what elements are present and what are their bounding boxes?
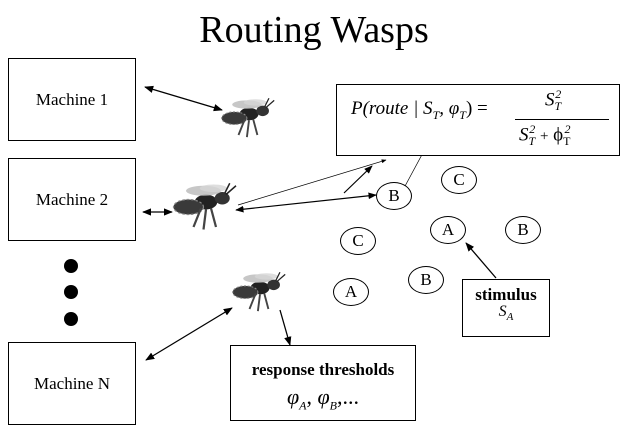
task-label: C: [352, 231, 364, 250]
wasp-formula-arrow: [237, 159, 387, 206]
task-circle: B: [408, 266, 444, 294]
task-circle: C: [340, 227, 376, 255]
machineN-wasp-arrow: [145, 307, 233, 361]
routing-probability-formula: P(route | ST, φT) = ST2 ST2 + ϕT2: [336, 84, 620, 156]
stimulus-label: stimulus: [475, 285, 537, 304]
wasp-icon: [220, 97, 276, 139]
formula-denominator: ST2 + ϕT2: [519, 122, 571, 149]
machine1-wasp-arrow: [144, 85, 223, 112]
ellipsis-dot: [64, 259, 78, 273]
task-circle: B: [376, 182, 412, 210]
task-formula-arrow: [343, 165, 373, 194]
task-label: B: [517, 220, 529, 239]
ellipsis-dot: [64, 312, 78, 326]
stimulus-box: stimulus SA: [462, 279, 550, 337]
formula-lhs: P(route | ST, φT) =: [351, 98, 488, 122]
task-label: B: [420, 270, 432, 289]
response-thresholds-label: response thresholds: [251, 360, 395, 379]
machine-2: Machine 2: [8, 158, 136, 241]
task-circle: B: [505, 216, 541, 244]
wasp-icon: [231, 271, 287, 313]
machine-n: Machine N: [8, 342, 136, 425]
task-label: C: [453, 170, 465, 189]
task-circle: A: [430, 216, 466, 244]
formula-fraction-bar: [515, 119, 609, 120]
stimulus-task-arrow: [465, 242, 497, 279]
machine-1: Machine 1: [8, 58, 136, 141]
machine-2-label: Machine 2: [35, 189, 109, 209]
machine-1-label: Machine 1: [35, 89, 109, 109]
response-thresholds-symbols: φA, φB,...: [286, 384, 360, 413]
task-circle: A: [333, 278, 369, 306]
ellipsis-dot: [64, 285, 78, 299]
wasp-task-arrow: [235, 192, 377, 213]
task-label: B: [388, 186, 400, 205]
task-label: A: [441, 220, 455, 239]
task-label: A: [344, 282, 358, 301]
response-thresholds-box: response thresholds φA, φB,...: [230, 345, 416, 421]
wasp-icon: [172, 182, 238, 231]
wasp-thresholds-arrow: [279, 309, 292, 346]
task-circle: C: [441, 166, 477, 194]
formula-numerator: ST2: [545, 87, 562, 114]
machine-n-label: Machine N: [33, 373, 110, 393]
slide-title: Routing Wasps: [199, 9, 429, 51]
stimulus-symbol: SA: [498, 303, 514, 324]
